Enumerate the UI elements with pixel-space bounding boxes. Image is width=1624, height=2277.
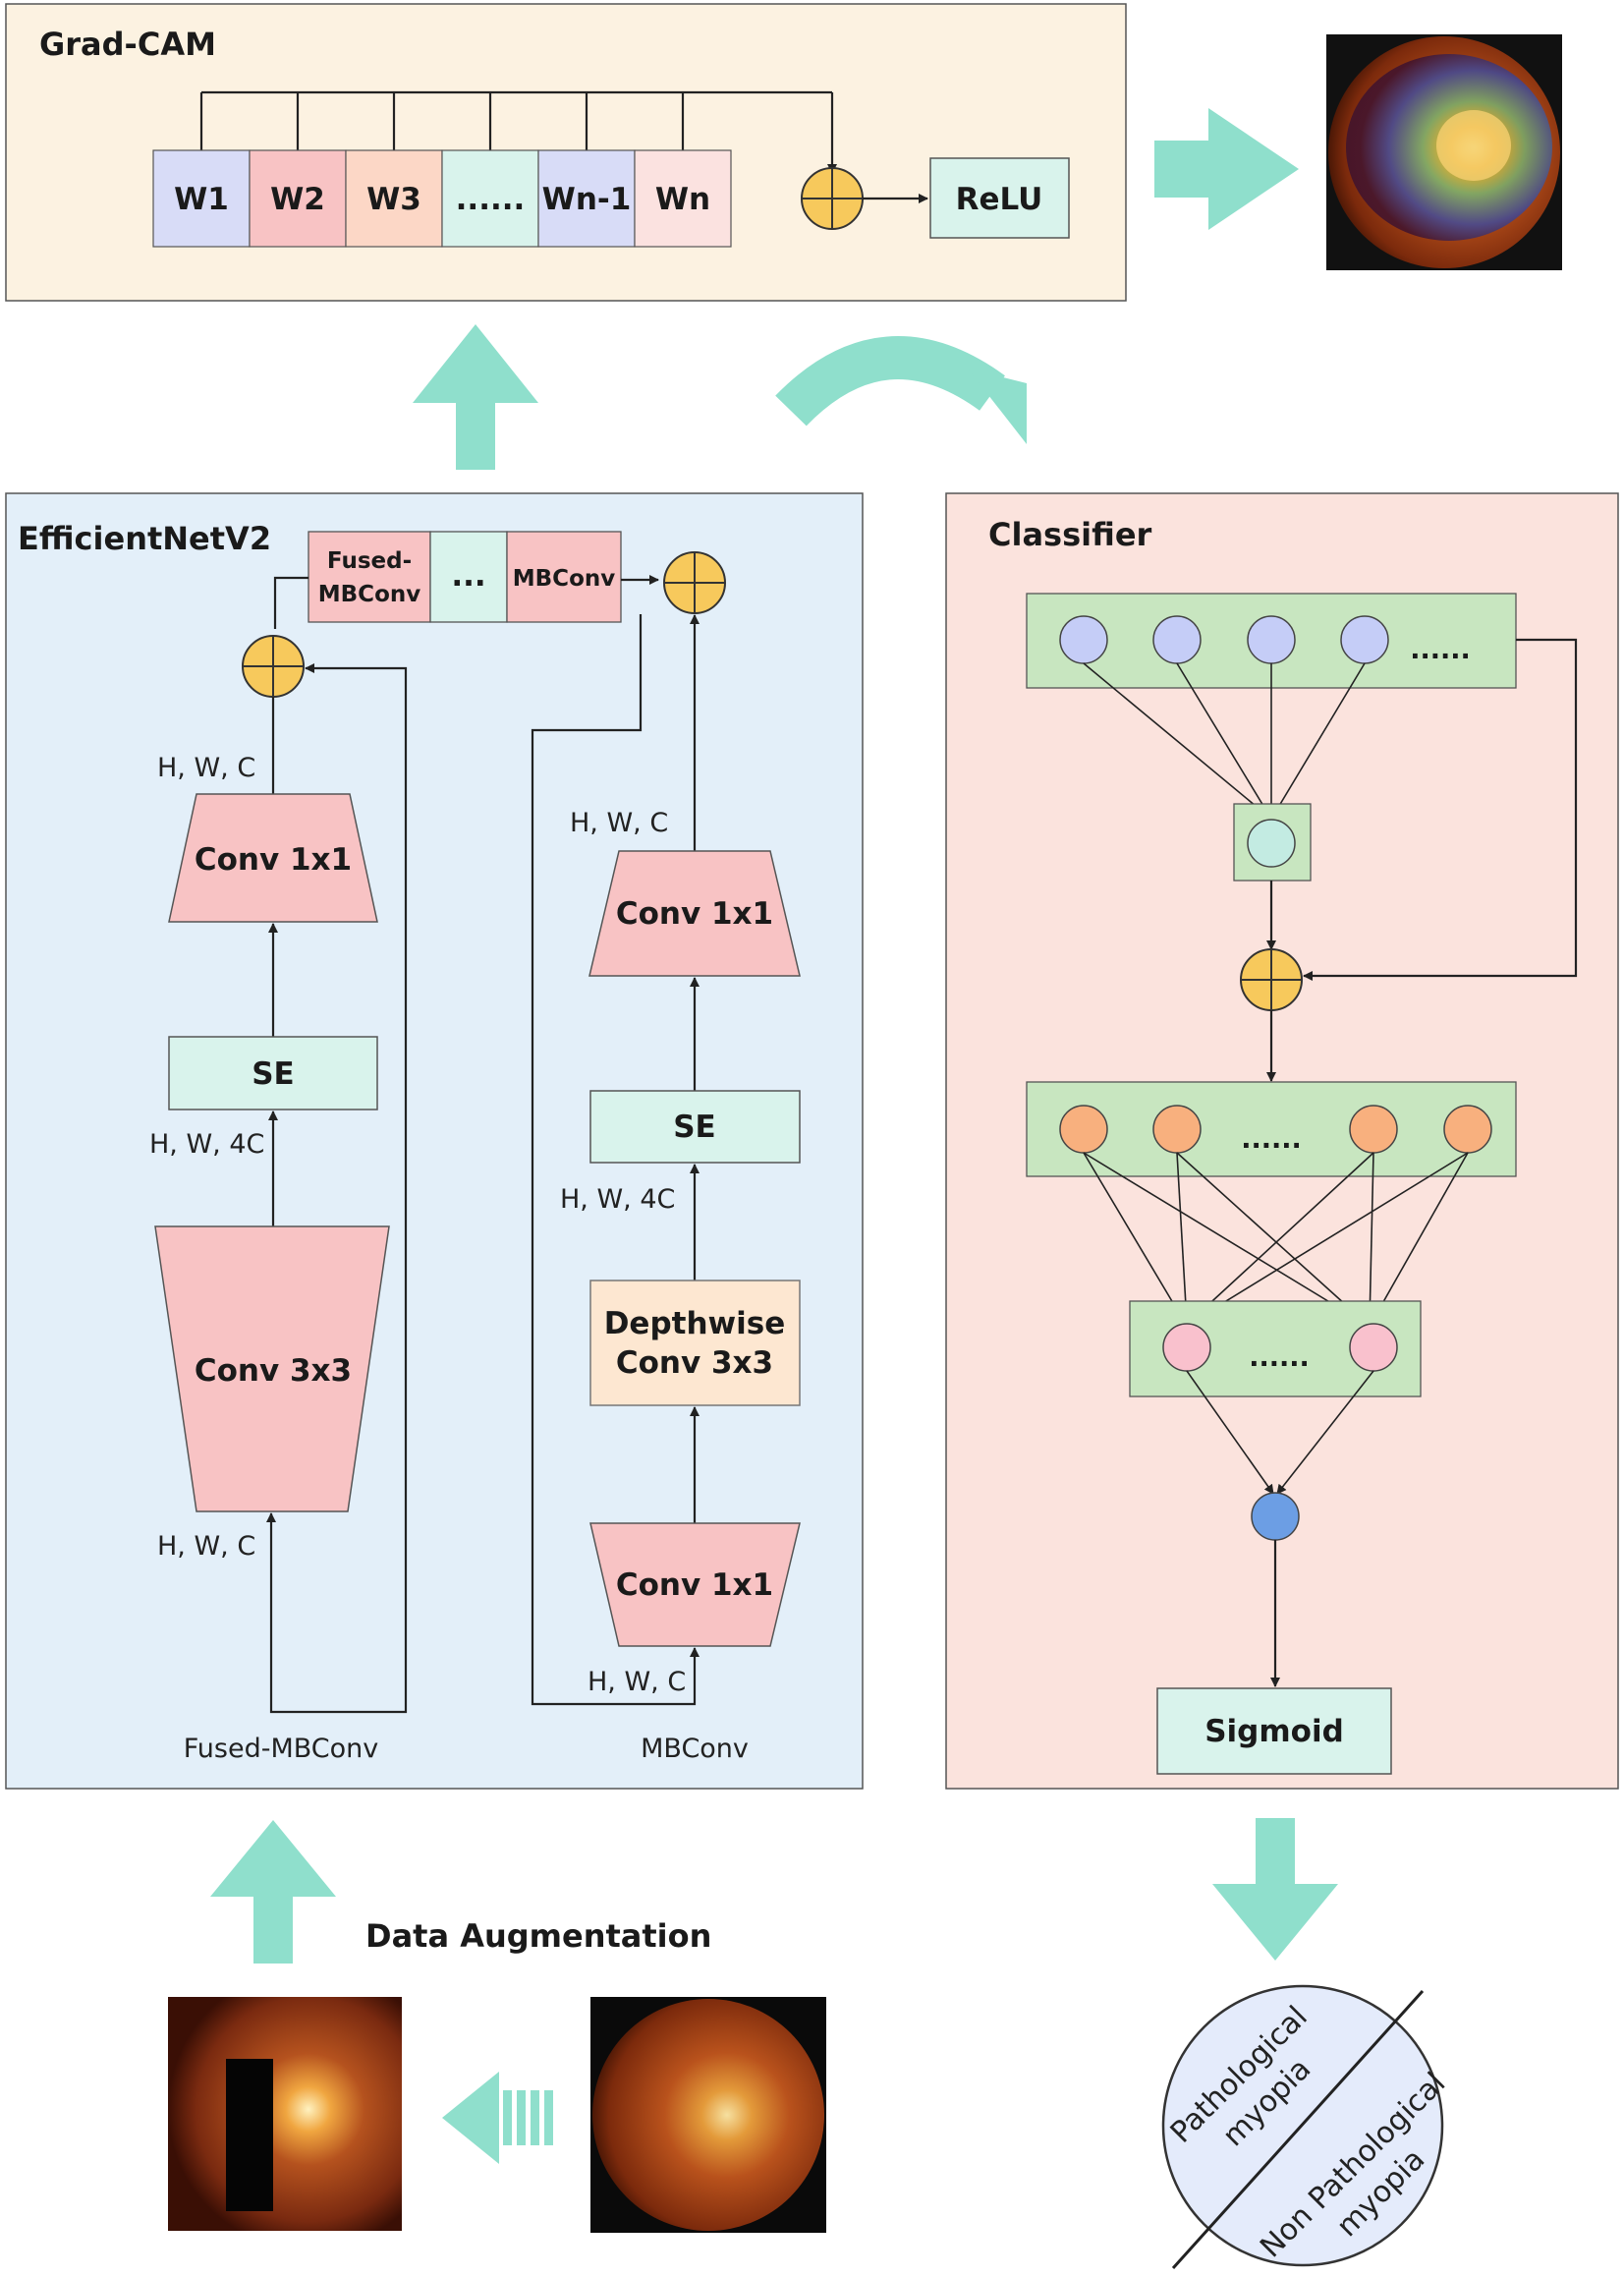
fused-conv3x3-block: [154, 1225, 390, 1512]
strip-ellipsis-label: ...: [451, 558, 485, 594]
mbconv-dim-top: H, W, C: [570, 808, 668, 838]
mbconv-dim-bottom: H, W, C: [588, 1667, 686, 1697]
weight-block-w1: [152, 149, 251, 248]
weight-block-wn-1: [537, 149, 636, 248]
sigmoid-label: Sigmoid: [1204, 1714, 1344, 1749]
relu-label: ReLU: [956, 182, 1043, 217]
strip-block-ellipsis: [429, 531, 508, 623]
strip-fused-line2: MBConv: [318, 582, 420, 607]
right-sum-circle-icon: [663, 551, 726, 614]
mbconv-conv1x1-top-label: Conv 1x1: [616, 896, 773, 932]
mbconv-dim-mid: H, W, 4C: [560, 1184, 675, 1215]
gradcam-title: Grad-CAM: [39, 26, 216, 63]
classifier-node: [1247, 819, 1296, 868]
strip-mbconv-label: MBConv: [513, 566, 615, 592]
sigmoid-block: [1156, 1687, 1392, 1775]
classifier-node: [1152, 1105, 1202, 1154]
fused-dim-top: H, W, C: [157, 753, 255, 783]
fused-se-label: SE: [252, 1056, 295, 1092]
classifier-node: [1443, 1105, 1492, 1154]
classifier-node: [1162, 1323, 1211, 1372]
classifier-layer-2: [1026, 1081, 1517, 1177]
fused-mbconv-column: H, W, C Conv 1x1 SE H, W, 4C Conv 3x3 H,…: [149, 635, 408, 1764]
strip-block-mbconv: [506, 531, 622, 623]
heatmap-image: [1326, 34, 1562, 270]
arrow-right-icon: [1154, 108, 1299, 230]
weight-label: Wn: [655, 182, 710, 217]
weight-label: W1: [174, 182, 229, 217]
classifier-ellipsis: ......: [1249, 1342, 1310, 1373]
mbconv-depthwise-block: [589, 1280, 801, 1406]
arrow-up-icon: [210, 1820, 336, 1964]
weight-block-wn: [634, 149, 732, 248]
efficientnet-panel: EfficientNetV2 Fused- MBConv ... MBConv …: [5, 492, 864, 1790]
classifier-ellipsis: ......: [1410, 635, 1471, 665]
classifier-sum-circle-icon: [1240, 948, 1303, 1011]
arrow-down-icon: [1212, 1818, 1338, 1961]
left-sum-circle-icon: [242, 635, 305, 698]
data-augmentation-label: Data Augmentation: [365, 1917, 711, 1955]
classifier-node: [1349, 1105, 1398, 1154]
weight-label: W2: [270, 182, 325, 217]
mbconv-se-label: SE: [673, 1110, 716, 1145]
gradcam-panel: Grad-CAM W1 W2 W3 ...... Wn-1 Wn ReLU: [5, 3, 1127, 302]
fused-conv1x1-block: [168, 793, 378, 923]
strip-fused-line1: Fused-: [327, 548, 412, 574]
classifier-node: [1059, 615, 1108, 664]
classifier-node: [1349, 1323, 1398, 1372]
fused-dim-mid: H, W, 4C: [149, 1129, 264, 1160]
mbconv-caption: MBConv: [641, 1734, 749, 1764]
classifier-ellipsis: ......: [1241, 1124, 1302, 1155]
mbconv-conv1x1-bottom-label: Conv 1x1: [616, 1567, 773, 1603]
weight-label: W3: [366, 182, 421, 217]
strip-block-fused-mbconv: [308, 531, 431, 623]
efficientnet-title: EfficientNetV2: [18, 520, 271, 557]
arrow-up-icon: [413, 324, 538, 470]
relu-block: [929, 157, 1070, 239]
fused-se-block: [168, 1036, 378, 1110]
augmented-fundus-image: [168, 1997, 402, 2231]
weight-label: Wn-1: [542, 182, 632, 217]
fused-dim-bottom: H, W, C: [157, 1531, 255, 1562]
original-fundus-image: [590, 1997, 826, 2233]
classifier-node: [1340, 615, 1389, 664]
mbconv-column: H, W, C Conv 1x1 SE H, W, 4C Depthwise C…: [531, 551, 801, 1764]
weight-label: ......: [456, 182, 526, 217]
fused-conv3x3-label: Conv 3x3: [195, 1353, 352, 1389]
mbconv-depthwise-line1: Depthwise: [604, 1306, 786, 1341]
curved-arrow-icon: [775, 336, 1027, 444]
arrow-left-dashed-icon: [442, 2072, 553, 2164]
mbconv-se-block: [589, 1090, 801, 1164]
sum-circle-icon: [801, 167, 864, 230]
classifier-panel: Classifier ...... ......: [945, 492, 1619, 1790]
fused-mbconv-caption: Fused-MBConv: [184, 1734, 379, 1764]
output-circle: Pathological myopia Non Pathological myo…: [1161, 1984, 1452, 2270]
classifier-node: [1247, 615, 1296, 664]
mbconv-conv1x1-bottom-block: [589, 1522, 801, 1647]
classifier-title: Classifier: [988, 516, 1152, 553]
classifier-output-node: [1251, 1492, 1300, 1541]
mbconv-conv1x1-top-block: [588, 850, 801, 977]
mbconv-depthwise-line2: Conv 3x3: [616, 1345, 773, 1381]
fused-conv1x1-label: Conv 1x1: [195, 842, 352, 878]
classifier-node: [1152, 615, 1202, 664]
classifier-node: [1059, 1105, 1108, 1154]
